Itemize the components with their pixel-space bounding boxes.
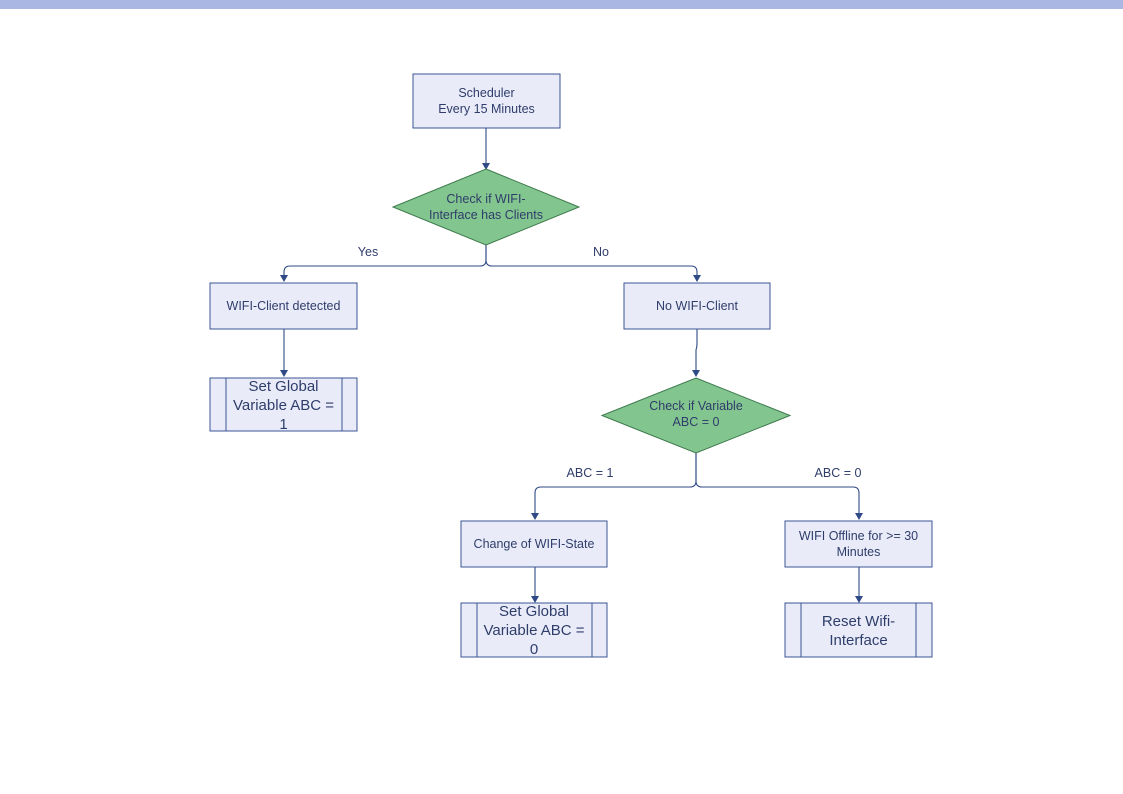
decision-check-abc-line1: Check if Variable bbox=[649, 399, 743, 413]
node-client-detected: WIFI-Client detected bbox=[209, 282, 358, 330]
edge-label-yes: Yes bbox=[358, 245, 378, 259]
subprocess-set-abc-0-line1: Set Global bbox=[499, 603, 569, 620]
subprocess-set-abc-1: Set Global Variable ABC = 1 bbox=[209, 377, 358, 433]
edge-label-abc-0: ABC = 0 bbox=[815, 466, 862, 480]
top-header-bar bbox=[0, 0, 1123, 9]
subprocess-reset-wifi-line2: Interface bbox=[829, 632, 887, 649]
subprocess-set-abc-1-line1: Set Global bbox=[248, 378, 318, 395]
edge-abc0-to-offline bbox=[695, 453, 863, 520]
decision-check-clients-line1: Check if WIFI- bbox=[446, 192, 525, 206]
edge-no-to-no-client bbox=[485, 245, 701, 282]
node-scheduler-line1: Scheduler bbox=[458, 86, 514, 100]
node-change-state-label: Change of WIFI-State bbox=[474, 537, 595, 551]
decision-check-clients-line2: Interface has Clients bbox=[429, 208, 543, 222]
subprocess-set-abc-0-line3: 0 bbox=[530, 641, 538, 658]
decision-check-clients: Check if WIFI- Interface has Clients bbox=[391, 168, 581, 246]
subprocess-reset-wifi-line1: Reset Wifi- bbox=[822, 613, 895, 630]
decision-check-abc: Check if Variable ABC = 0 bbox=[600, 377, 792, 454]
edge-label-abc-1: ABC = 1 bbox=[567, 466, 614, 480]
decision-check-abc-line2: ABC = 0 bbox=[673, 415, 720, 429]
node-offline-line1: WIFI Offline for >= 30 bbox=[799, 529, 918, 543]
node-offline-line2: Minutes bbox=[837, 545, 881, 559]
node-no-client-label: No WIFI-Client bbox=[656, 299, 738, 313]
edge-label-no: No bbox=[593, 245, 609, 259]
edges bbox=[280, 128, 863, 603]
node-change-state: Change of WIFI-State bbox=[460, 520, 608, 568]
edge-yes-to-client-detected bbox=[280, 245, 487, 282]
edge-no-client-to-check-abc bbox=[692, 329, 700, 377]
subprocess-reset-wifi: Reset Wifi- Interface bbox=[784, 602, 933, 658]
node-scheduler: Scheduler Every 15 Minutes bbox=[412, 73, 561, 129]
subprocess-set-abc-1-line2: Variable ABC = bbox=[233, 397, 334, 414]
subprocess-set-abc-0: Set Global Variable ABC = 0 bbox=[460, 602, 608, 658]
subprocess-set-abc-1-line3: 1 bbox=[279, 416, 287, 433]
node-scheduler-line2: Every 15 Minutes bbox=[438, 102, 535, 116]
node-offline: WIFI Offline for >= 30 Minutes bbox=[784, 520, 933, 568]
node-no-client: No WIFI-Client bbox=[623, 282, 771, 330]
edge-abc1-to-change-state bbox=[531, 453, 697, 520]
node-client-detected-label: WIFI-Client detected bbox=[227, 299, 341, 313]
subprocess-set-abc-0-line2: Variable ABC = bbox=[483, 622, 584, 639]
